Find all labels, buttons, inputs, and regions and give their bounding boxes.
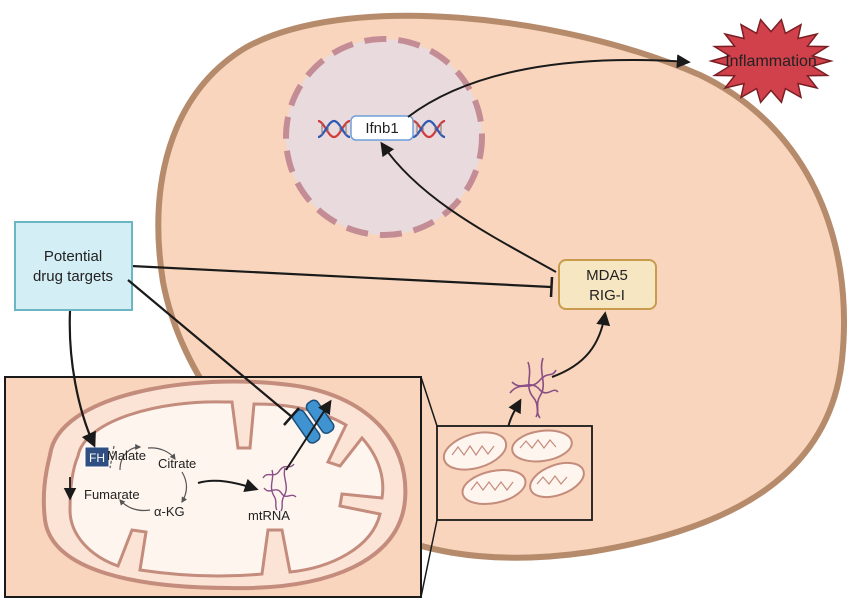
potential-drug-targets-box: Potential drug targets: [14, 221, 133, 311]
svg-text:Malate: Malate: [107, 448, 146, 463]
mitochondrion-icon: [442, 431, 508, 471]
arrow-tca-to-mtrna: [197, 478, 259, 493]
mitochondrion-icon: [529, 461, 585, 499]
arrow-ifnb1-to-inflammation: [407, 54, 691, 118]
rna-strand-icon: [509, 357, 559, 419]
dna-helix-icon: [412, 119, 446, 139]
inflammation-starburst: Inflammation: [708, 18, 834, 104]
zoom-connector: [420, 376, 438, 598]
svg-text:FH: FH: [89, 451, 105, 465]
mitochondrion-icon: [461, 468, 527, 506]
mitochondrion-inset: FH Malate Citrate Fumarate α-KG mtRNA: [4, 376, 422, 598]
rna-strand-icon: [262, 463, 297, 512]
svg-text:Potential: Potential: [44, 248, 102, 265]
arrow-sensor-to-ifnb1: [380, 141, 557, 273]
dna-helix-icon: [317, 119, 351, 139]
svg-text:α-KG: α-KG: [154, 504, 185, 519]
svg-text:Ifnb1: Ifnb1: [365, 120, 398, 137]
arrow-drug-to-fh: [68, 310, 96, 448]
svg-text:RIG-I: RIG-I: [589, 287, 625, 304]
svg-text:Inflammation: Inflammation: [725, 53, 817, 70]
mitochondrion-cristae: [68, 400, 385, 578]
inhibition-drug-to-channel: [127, 279, 300, 426]
inhibition-drug-to-sensor: [130, 264, 554, 298]
mitochondria-cluster: [436, 425, 593, 521]
svg-text:Citrate: Citrate: [158, 456, 196, 471]
arrow-mtrna-export: [285, 399, 332, 471]
fh-enzyme: FH: [84, 445, 115, 469]
ifnb1-gene: Ifnb1: [350, 115, 414, 141]
arrow-rna-to-sensor: [551, 311, 611, 378]
svg-text:mtRNA: mtRNA: [248, 508, 290, 523]
svg-text:Fumarate: Fumarate: [84, 487, 140, 502]
svg-text:drug targets: drug targets: [33, 268, 113, 285]
svg-text:MDA5: MDA5: [586, 267, 628, 284]
mitochondrion-icon: [511, 429, 573, 463]
mda5-rigi-sensor: MDA5 RIG-I: [558, 259, 657, 310]
